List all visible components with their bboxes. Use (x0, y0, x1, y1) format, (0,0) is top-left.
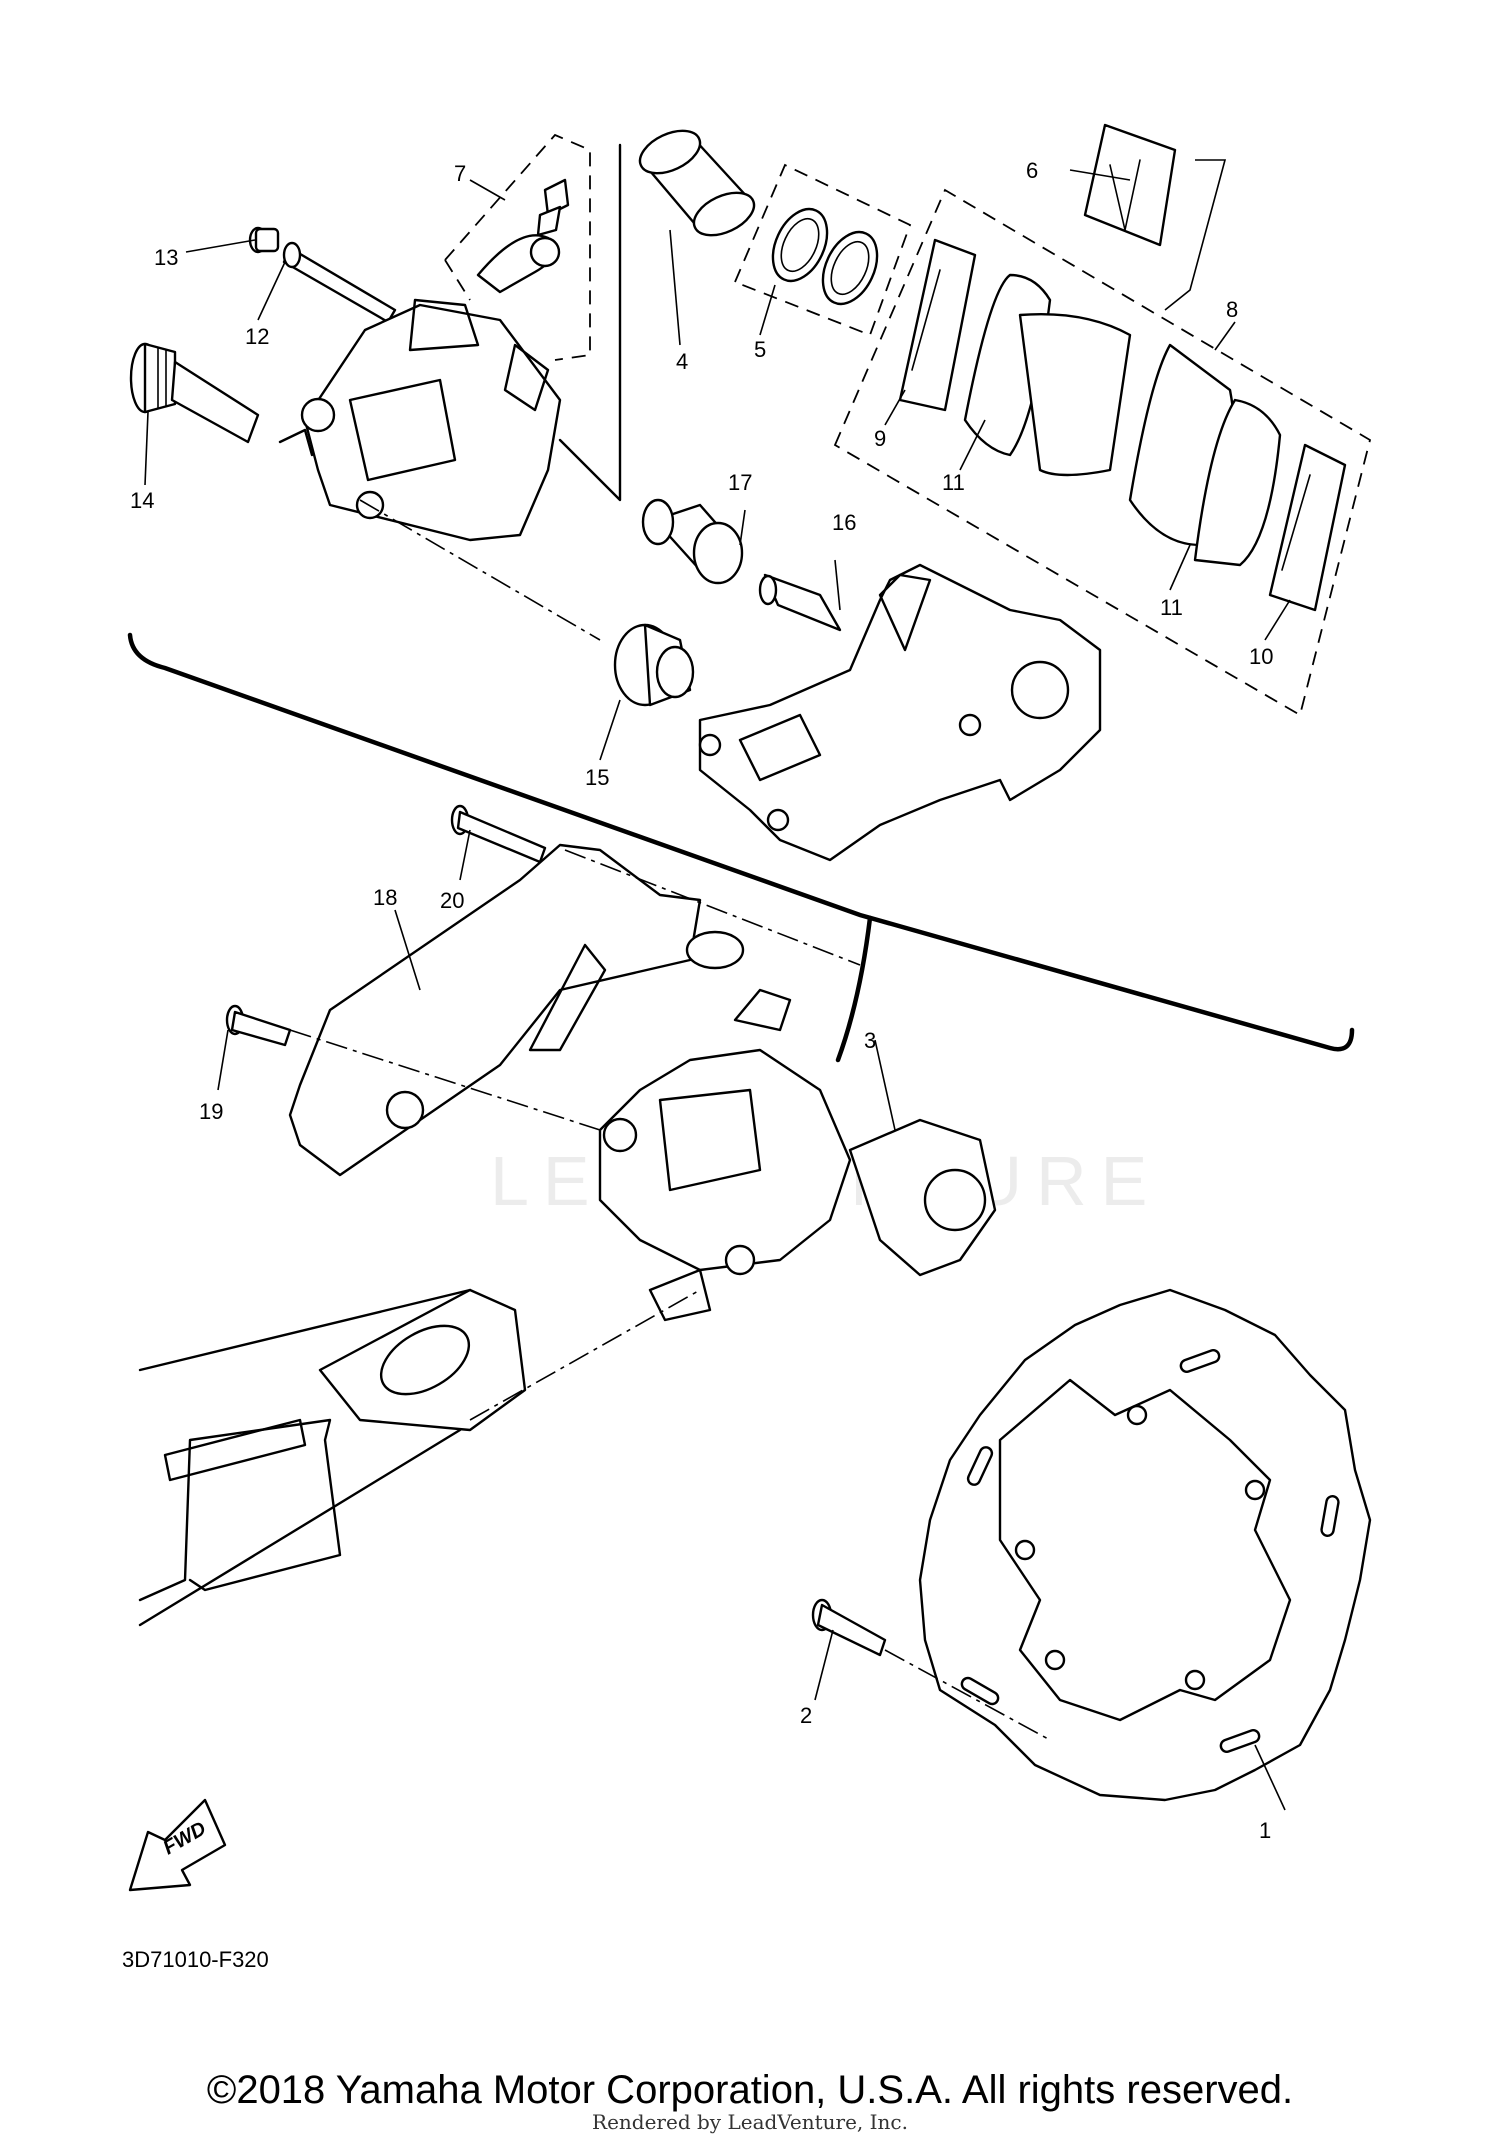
group-box-5 (733, 163, 912, 337)
part-12-pin (282, 241, 397, 324)
alignment-lines (289, 499, 1051, 1741)
callout-7: 7 (454, 161, 466, 186)
callout-19: 19 (199, 1099, 223, 1124)
part-2-disc-bolt (811, 1598, 887, 1657)
callout-14: 14 (130, 488, 154, 513)
part-5-seal-kit (771, 207, 879, 306)
part-6-pad-spring (1083, 123, 1177, 247)
callout-17: 17 (728, 470, 752, 495)
callout-16: 16 (832, 510, 856, 535)
fwd-arrow-icon: FWD (128, 1798, 227, 1892)
part-17-bushing (641, 498, 744, 585)
callout-15: 15 (585, 765, 609, 790)
part-13-bleed-cap (248, 226, 280, 254)
part-15-boot (613, 623, 695, 707)
callout-6: 6 (1026, 158, 1038, 183)
part-16-pin (758, 573, 842, 632)
part-3-caliper-assembly (598, 988, 997, 1322)
upper-caliper-body (278, 298, 562, 542)
part-11-pad-a (963, 273, 1132, 477)
part-18-bracket-arm (288, 843, 745, 1177)
callout-3: 3 (864, 1028, 876, 1053)
callout-20: 20 (440, 888, 464, 913)
assembly-bracket-line (127, 632, 1355, 1052)
callout-1: 1 (1259, 1818, 1271, 1843)
callout-10: 10 (1249, 644, 1273, 669)
part-14-slide-bolt (129, 342, 260, 444)
part-20-bolt (450, 804, 547, 864)
caliper-housing-line (558, 143, 622, 502)
part-9-shim (898, 238, 977, 412)
rendered-by-credit: Rendered by LeadVenture, Inc. (592, 2110, 908, 2134)
upper-caliper-bracket (698, 563, 1102, 862)
callout-8: 8 (1226, 297, 1238, 322)
part-1-brake-disc (918, 1288, 1372, 1802)
group-box-8 (833, 188, 1372, 717)
callout-9: 9 (874, 426, 886, 451)
callout-11-b: 11 (1160, 595, 1183, 620)
callout-12: 12 (245, 324, 269, 349)
group-box-6 (1164, 159, 1227, 311)
swingarm-section (138, 1288, 527, 1627)
part-4-piston (638, 129, 756, 237)
part-11-pad-b (1128, 343, 1282, 567)
leader-lines (144, 169, 1291, 1811)
callout-5: 5 (754, 337, 766, 362)
callout-11-a: 11 (942, 470, 965, 495)
callout-numbers: 1 2 3 4 5 6 7 8 9 10 11 11 12 13 14 15 1… (130, 158, 1273, 1843)
part-10-shim (1268, 443, 1347, 612)
group-box-7 (444, 133, 591, 361)
part-7-bleed-screw (476, 178, 570, 294)
callout-4: 4 (676, 349, 688, 374)
assembly-bracket-branch (835, 915, 873, 1063)
callout-2: 2 (800, 1703, 812, 1728)
part-19-bolt (225, 1004, 292, 1047)
callout-13: 13 (154, 245, 178, 270)
copyright-notice: ©2018 Yamaha Motor Corporation, U.S.A. A… (206, 2068, 1294, 2112)
diagram-part-code: 3D71010-F320 (122, 1947, 269, 1972)
callout-18: 18 (373, 885, 397, 910)
